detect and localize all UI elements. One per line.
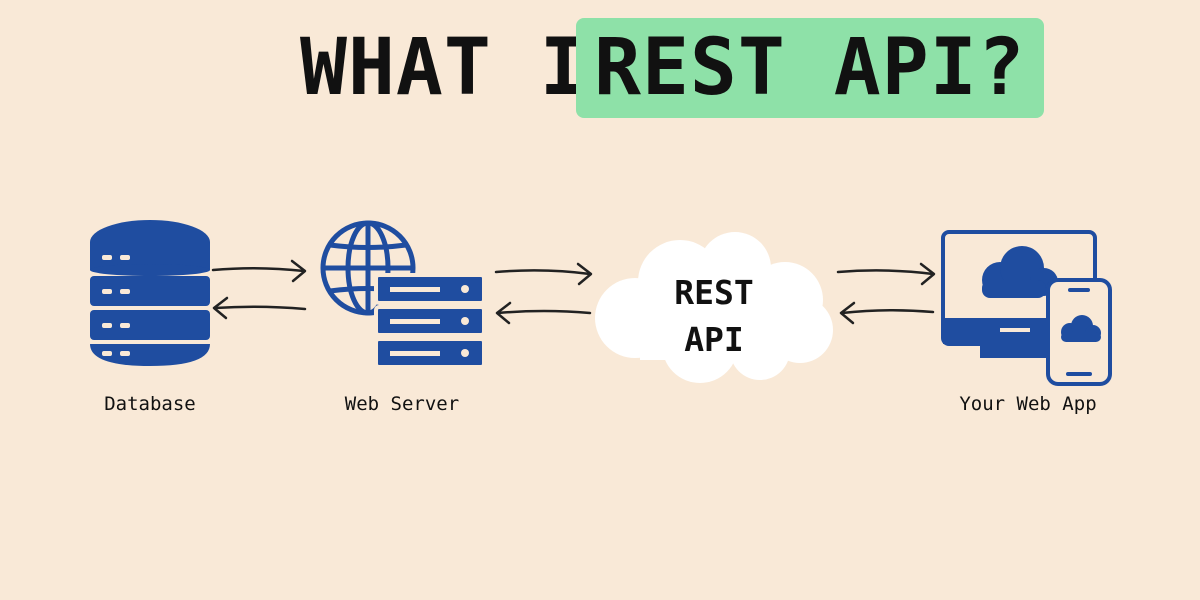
- api-label-line2: API: [684, 320, 744, 359]
- cloud-icon: [595, 232, 833, 383]
- arrows-db-server: [211, 259, 307, 320]
- web-app-label: Your Web App: [959, 393, 1097, 415]
- api-label-line1: REST: [674, 273, 753, 312]
- globe-server-icon: [320, 220, 486, 369]
- database-label: Database: [104, 393, 196, 415]
- arrow-db-to-server: [211, 266, 306, 273]
- monitor-phone-cloud-icon: [941, 230, 1112, 386]
- arrow-api-to-app: [836, 269, 935, 276]
- arrows-server-cloud: [494, 262, 593, 325]
- arrow-app-to-api: [840, 308, 935, 315]
- arrows-cloud-app: [836, 262, 936, 325]
- title-highlight: REST API?: [576, 18, 1044, 118]
- database-icon: [90, 220, 210, 366]
- web-server-label: Web Server: [344, 393, 460, 415]
- arrow-api-to-server: [496, 309, 592, 315]
- page-title: WHAT IS REST API?: [0, 8, 1200, 120]
- arrow-server-to-api: [494, 269, 592, 276]
- arrow-server-to-db: [213, 305, 307, 311]
